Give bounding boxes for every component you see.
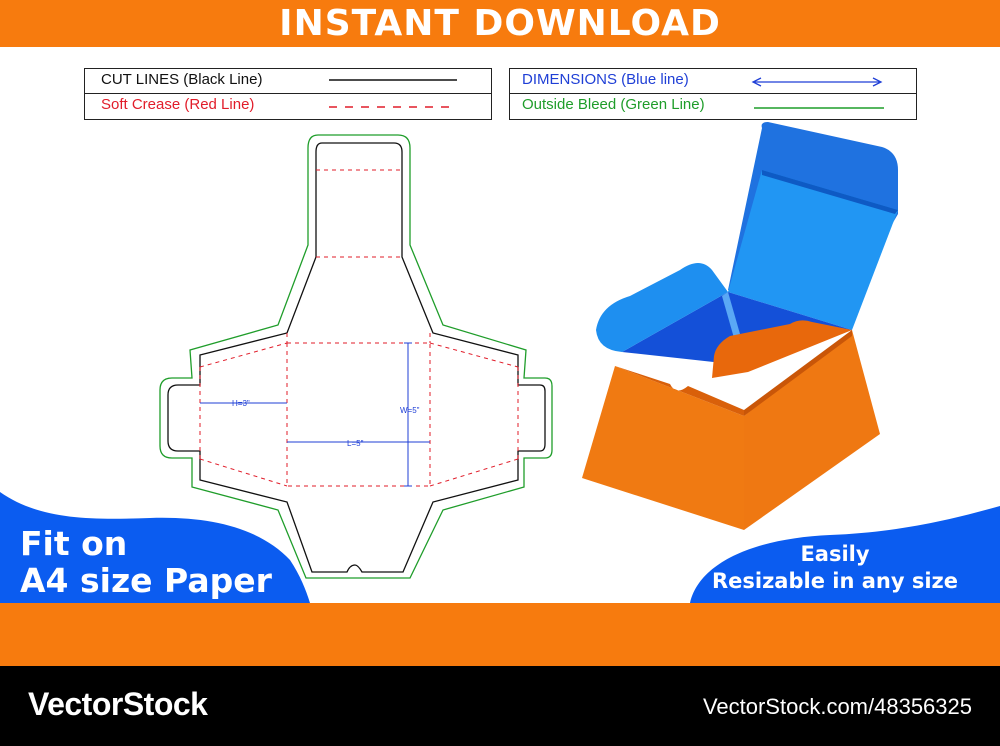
resizable-text-line2: Resizable in any size	[711, 569, 959, 593]
orange-band	[0, 603, 1000, 666]
legend-crease-row: Soft Crease (Red Line)	[85, 93, 491, 118]
legend-dimension-row: DIMENSIONS (Blue line)	[510, 69, 916, 93]
bleed-line-sample	[754, 107, 884, 109]
legend-cut-row: CUT LINES (Black Line)	[85, 69, 491, 93]
resizable-text-line1: Easily	[800, 542, 870, 566]
footer-url[interactable]: VectorStock.com/48356325	[702, 694, 972, 719]
legend-right: DIMENSIONS (Blue line) Outside Bleed (Gr…	[509, 68, 917, 120]
legend-crease-label: Soft Crease (Red Line)	[101, 96, 255, 113]
fit-text-line1: Fit on	[20, 524, 128, 563]
legend-bleed-label: Outside Bleed (Green Line)	[522, 96, 705, 113]
cut-line-sample	[329, 79, 457, 81]
banner-title: INSTANT DOWNLOAD	[279, 3, 721, 44]
legend-dimension-label: DIMENSIONS (Blue line)	[522, 71, 689, 88]
double-arrow-icon	[751, 77, 883, 87]
vectorstock-logo[interactable]: VectorStock	[28, 686, 208, 722]
legend-left: CUT LINES (Black Line) Soft Crease (Red …	[84, 68, 492, 120]
fit-text-line2: A4 size Paper	[20, 561, 272, 600]
crease-line-sample	[329, 106, 457, 108]
footer: VectorStock VectorStock.com/48356325	[0, 666, 1000, 746]
top-banner: INSTANT DOWNLOAD	[0, 0, 1000, 47]
legend-bleed-row: Outside Bleed (Green Line)	[510, 93, 916, 118]
legend-cut-label: CUT LINES (Black Line)	[101, 71, 263, 88]
